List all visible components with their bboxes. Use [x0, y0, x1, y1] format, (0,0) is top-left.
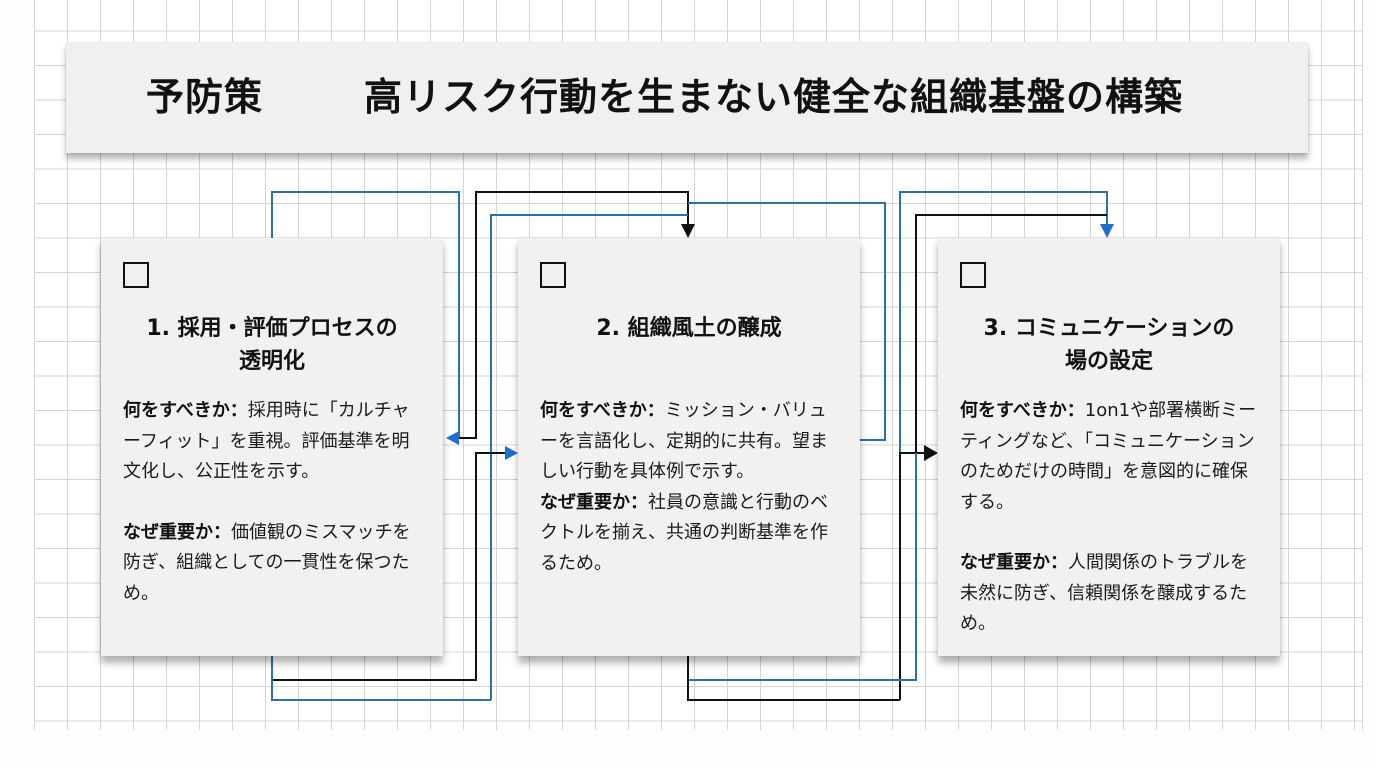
card-title-line1: 1. 採用・評価プロセスの: [146, 316, 398, 341]
card-title-line1: 3. コミュニケーションの: [983, 316, 1235, 341]
title-prefix: 予防策: [146, 75, 264, 119]
why-text: 人間関係のトラブルを未然に防ぎ、信頼関係を醸成するため。: [960, 552, 1248, 634]
card-body: 何をすべきか：採用時に「カルチャーフィット」を重視。評価基準を明文化し、公正性を…: [123, 396, 425, 609]
why-text: 価値観のミスマッチを防ぎ、組織としての一貫性を保つため。: [123, 521, 411, 604]
why-label: なぜ重要か：: [123, 521, 231, 543]
what-label: 何をすべきか：: [123, 400, 248, 421]
what-text: ミッション・バリューを言語化し、定期的に共有。望ましい行動を具体例で示す。: [540, 400, 828, 482]
why-label: なぜ重要か：: [960, 552, 1068, 573]
what-paragraph: 何をすべきか：ミッション・バリューを言語化し、定期的に共有。望ましい行動を具体例…: [540, 396, 842, 488]
what-paragraph: 何をすべきか：採用時に「カルチャーフィット」を重視。評価基準を明文化し、公正性を…: [123, 396, 425, 488]
what-label: 何をすべきか：: [540, 400, 665, 421]
checkbox-icon[interactable]: [540, 262, 566, 288]
card-organizational-culture: 2. 組織風土の醸成 何をすべきか：ミッション・バリューを言語化し、定期的に共有…: [518, 238, 860, 656]
card-body: 何をすべきか：1on1や部署横断ミーティングなど、「コミュニケーションのためだけ…: [960, 396, 1262, 640]
page-title: 高リスク行動を生まない健全な組織基盤の構築: [364, 75, 1184, 119]
what-text: 採用時に「カルチャーフィット」を重視。評価基準を明文化し、公正性を示す。: [123, 400, 410, 482]
checkbox-icon[interactable]: [123, 262, 149, 288]
card-communication-setting: 3. コミュニケーションの 場の設定 何をすべきか：1on1や部署横断ミーティン…: [938, 238, 1280, 656]
card-title-line2: 場の設定: [1064, 349, 1153, 374]
card-body: 何をすべきか：ミッション・バリューを言語化し、定期的に共有。望ましい行動を具体例…: [540, 396, 842, 579]
why-paragraph: なぜ重要か：社員の意識と行動のベクトルを揃え、共通の判断基準を作るため。: [540, 488, 842, 580]
card-title: 3. コミュニケーションの 場の設定: [948, 312, 1270, 378]
why-paragraph: なぜ重要か：人間関係のトラブルを未然に防ぎ、信頼関係を醸成するため。: [960, 548, 1262, 640]
card-title-line1: 2. 組織風土の醸成: [596, 316, 782, 341]
what-label: 何をすべきか：: [960, 400, 1085, 421]
card-title: 1. 採用・評価プロセスの 透明化: [111, 312, 433, 378]
checkbox-icon[interactable]: [960, 262, 986, 288]
page-margin: [0, 730, 1376, 768]
why-text: 社員の意識と行動のベクトルを揃え、共通の判断基準を作るため。: [540, 491, 828, 574]
card-recruitment-evaluation: 1. 採用・評価プロセスの 透明化 何をすべきか：採用時に「カルチャーフィット」…: [101, 238, 443, 656]
why-label: なぜ重要か：: [540, 491, 648, 513]
why-paragraph: なぜ重要か：価値観のミスマッチを防ぎ、組織としての一貫性を保つため。: [123, 518, 425, 610]
card-title: 2. 組織風土の醸成: [528, 312, 850, 345]
what-text: 1on1や部署横断ミーティングなど、「コミュニケーションのためだけの時間」を意図…: [960, 400, 1257, 513]
what-paragraph: 何をすべきか：1on1や部署横断ミーティングなど、「コミュニケーションのためだけ…: [960, 396, 1262, 518]
card-title-line2: 透明化: [238, 349, 305, 374]
title-banner: 予防策 高リスク行動を生まない健全な組織基盤の構築: [66, 42, 1308, 153]
